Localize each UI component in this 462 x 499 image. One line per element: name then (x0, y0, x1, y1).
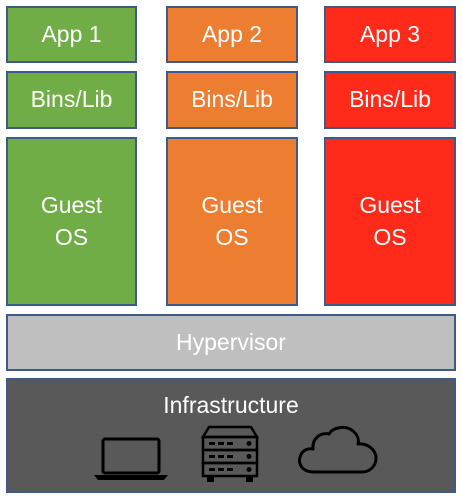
app-3-box: App 3 (324, 6, 456, 63)
bins-lib-2-box: Bins/Lib (166, 71, 298, 129)
app-2-box: App 2 (166, 6, 298, 63)
app-1-label: App 1 (41, 20, 102, 47)
bins-lib-3-label: Bins/Lib (349, 86, 431, 113)
guest-os-3-box: Guest OS (324, 137, 456, 306)
cloud-icon (296, 424, 380, 476)
guest-os-1-label: Guest OS (40, 192, 103, 250)
bins-lib-1-box: Bins/Lib (6, 71, 137, 129)
laptop-icon (92, 436, 170, 482)
guest-os-1-box: Guest OS (6, 137, 137, 306)
infrastructure-layer: Infrastructure (6, 378, 456, 493)
guest-os-2-label: Guest OS (201, 192, 263, 250)
app-1-box: App 1 (6, 6, 137, 63)
hypervisor-layer: Hypervisor (6, 314, 456, 371)
bins-lib-2-label: Bins/Lib (191, 86, 273, 113)
bins-lib-3-box: Bins/Lib (324, 71, 456, 129)
app-2-label: App 2 (201, 20, 263, 47)
guest-os-3-label: Guest OS (359, 192, 421, 250)
hypervisor-label: Hypervisor (176, 328, 286, 355)
guest-os-2-box: Guest OS (166, 137, 298, 306)
bins-lib-1-label: Bins/Lib (30, 86, 113, 113)
infrastructure-label: Infrastructure (163, 392, 299, 418)
server-icon (201, 425, 259, 485)
app-3-label: App 3 (359, 20, 421, 47)
